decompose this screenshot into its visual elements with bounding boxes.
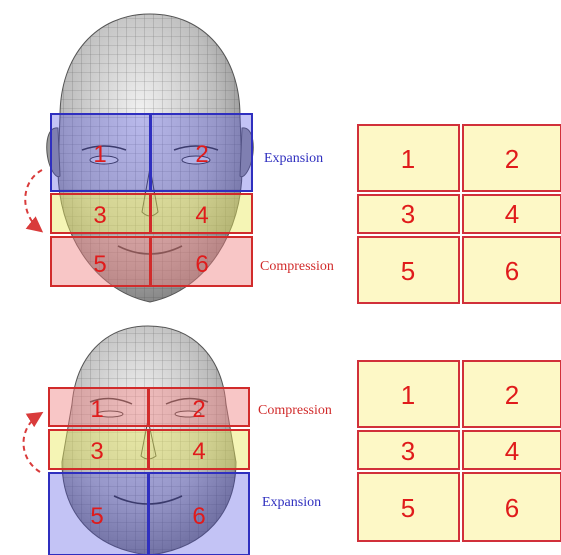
grid-number-5-bottom: 5 bbox=[401, 493, 415, 523]
grid-number-4-bottom: 4 bbox=[505, 436, 519, 466]
grid-cell-6-bottom bbox=[462, 472, 561, 542]
grid-number-6-top: 6 bbox=[505, 256, 519, 286]
grid-number-5-top: 5 bbox=[401, 256, 415, 286]
region-3-top bbox=[50, 193, 151, 234]
number-grid-top: 1 2 3 4 5 6 bbox=[357, 124, 561, 304]
region-6-bottom bbox=[148, 472, 250, 555]
label-expansion-top: Expansion bbox=[264, 151, 323, 166]
region-5-bottom-number: 5 bbox=[90, 503, 103, 530]
top-panel: 1 2 3 4 5 6 Expansion Compression 1 2 3 … bbox=[24, 13, 561, 304]
region-2-bottom bbox=[148, 387, 250, 427]
curved-arrow-bottom bbox=[22, 411, 44, 473]
region-4-bottom bbox=[148, 429, 250, 470]
grid-cell-5-top bbox=[357, 236, 460, 304]
region-5-top-number: 5 bbox=[93, 251, 106, 278]
grid-number-3-bottom: 3 bbox=[401, 436, 415, 466]
grid-cell-1-bottom bbox=[357, 360, 460, 428]
grid-cell-6-top bbox=[462, 236, 561, 304]
region-1-top-number: 1 bbox=[93, 141, 106, 168]
region-4-bottom-number: 4 bbox=[192, 438, 205, 465]
region-3-bottom-number: 3 bbox=[90, 438, 103, 465]
label-compression-top: Compression bbox=[260, 259, 334, 274]
grid-number-4-top: 4 bbox=[505, 199, 519, 229]
region-4-top bbox=[150, 193, 253, 234]
region-4-top-number: 4 bbox=[195, 202, 208, 229]
grid-number-1-top: 1 bbox=[401, 144, 415, 174]
region-6-top bbox=[150, 236, 253, 287]
region-3-bottom bbox=[48, 429, 149, 470]
grid-number-2-bottom: 2 bbox=[505, 380, 519, 410]
grid-cell-3-bottom bbox=[357, 430, 460, 470]
grid-cell-4-bottom bbox=[462, 430, 561, 470]
curved-arrow-top bbox=[24, 169, 44, 233]
grid-cell-2-top bbox=[462, 124, 561, 192]
region-2-top bbox=[150, 113, 253, 192]
region-6-bottom-number: 6 bbox=[192, 503, 205, 530]
region-2-top-number: 2 bbox=[195, 141, 208, 168]
grid-cell-4-top bbox=[462, 194, 561, 234]
region-6-top-number: 6 bbox=[195, 251, 208, 278]
grid-cell-5-bottom bbox=[357, 472, 460, 542]
region-2-bottom-number: 2 bbox=[192, 396, 205, 423]
bottom-panel: 1 2 3 4 5 6 Compression Expansion 1 2 3 … bbox=[22, 325, 561, 555]
label-expansion-bottom: Expansion bbox=[262, 495, 321, 510]
label-compression-bottom: Compression bbox=[258, 403, 332, 418]
region-5-bottom bbox=[48, 472, 149, 555]
region-5-top bbox=[50, 236, 151, 287]
grid-number-6-bottom: 6 bbox=[505, 493, 519, 523]
grid-number-1-bottom: 1 bbox=[401, 380, 415, 410]
grid-cell-3-top bbox=[357, 194, 460, 234]
region-1-bottom-number: 1 bbox=[90, 396, 103, 423]
number-grid-bottom: 1 2 3 4 5 6 bbox=[357, 360, 561, 542]
grid-cell-2-bottom bbox=[462, 360, 561, 428]
grid-number-2-top: 2 bbox=[505, 144, 519, 174]
grid-number-3-top: 3 bbox=[401, 199, 415, 229]
region-3-top-number: 3 bbox=[93, 202, 106, 229]
grid-cell-1-top bbox=[357, 124, 460, 192]
